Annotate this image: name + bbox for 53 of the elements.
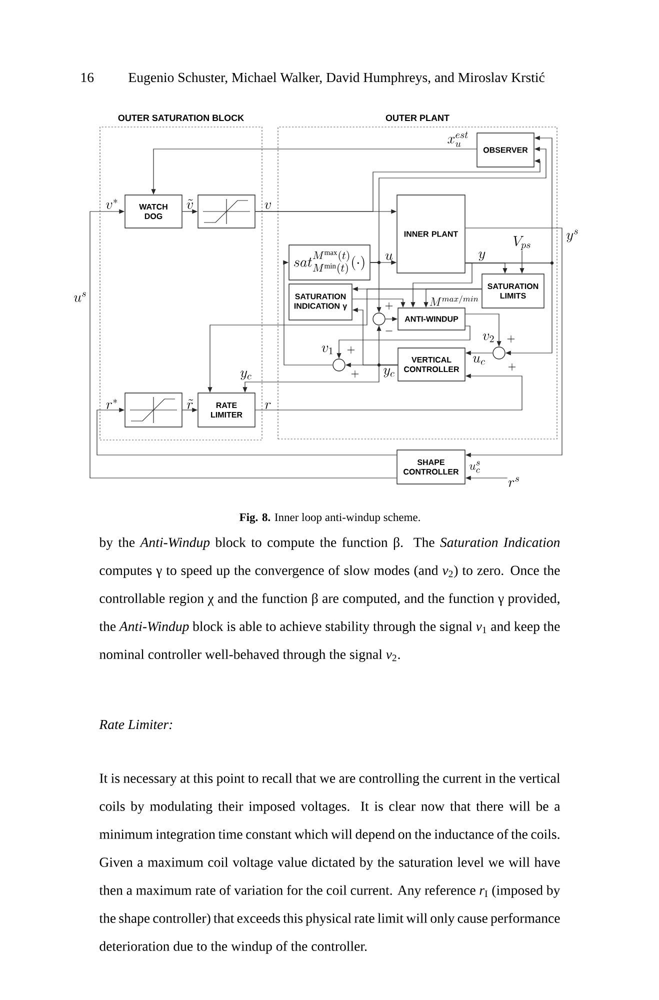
summing-junction: [372, 312, 386, 326]
signal-label: $u$: [385, 253, 393, 260]
signal-label: $u_c^s$: [470, 461, 480, 473]
signal-label: $v$: [264, 202, 271, 209]
signal-label: $y_c$: [384, 368, 394, 378]
signal-label: $\tilde{r}$: [187, 399, 194, 409]
process-box: WATCH DOG: [124, 194, 182, 228]
signal-label: $M^{max/min}$: [430, 295, 478, 306]
process-box: SATURATION INDICATION γ: [288, 284, 352, 320]
process-box: VERTICAL CONTROLLER: [398, 348, 466, 382]
running-head: Eugenio Schuster, Michael Walker, David Humphreys, and Miroslav Krstić: [128, 72, 544, 85]
signal-label: $r$: [265, 402, 271, 409]
process-box: OBSERVER: [476, 132, 534, 168]
signal-label: $v_1$: [322, 346, 332, 354]
node-label: OUTER SATURATION BLOCK: [118, 114, 244, 122]
summing-junction: [332, 358, 346, 372]
signal-arrow: [90, 209, 397, 478]
figure-caption: Fig. 8. Inner loop anti-windup scheme.: [240, 513, 420, 524]
section-heading: Rate Limiter:: [99, 720, 172, 730]
process-box: INNER PLANT: [396, 194, 466, 274]
signal-label: $r^*$: [106, 398, 117, 409]
signal-label: $y_c$: [240, 370, 252, 380]
signal-arrow: [283, 260, 333, 366]
node-label: OUTER PLANT: [386, 114, 450, 122]
signal-label: $u_c$: [472, 356, 485, 365]
signal-arrow: [465, 228, 562, 458]
signal-arrow: [255, 374, 522, 410]
signal-label: $y$: [478, 252, 486, 261]
junction-sign: $+$: [507, 335, 515, 343]
signal-label: $r^s$: [508, 477, 519, 487]
formula-box: $sat^{M^{\max}(t)}_{M^{\min}(t)}(\cdot)$: [288, 244, 370, 280]
signal-arrow: [255, 158, 540, 212]
junction-sign: $+$: [508, 363, 516, 371]
process-box: ANTI-WINDUP: [398, 308, 466, 330]
signal-label: $v_2$: [482, 334, 494, 342]
signal-label: $\tilde{v}$: [186, 199, 193, 209]
signal-label: $V_{ps}$: [514, 236, 530, 250]
signal-label: $x_u^{est}$: [448, 132, 468, 147]
junction-sign: $-$: [386, 330, 392, 332]
body-paragraph: It is necessary at this point to recall that we are controlling the current in the vertical coils by modulating their imposed voltages. It is clear now that there will be a minimum integration time constant which will depend on the inductance of the coils. Given a maximum coil voltage value dictated by the saturation level we will have then a maximum rate of variation for the coil current. Any reference r$_{I}$ (imposed by the shape controller) that exceeds this physical rate limit will only cause performance deterioration due to the windup of the controller.: [99, 773, 560, 954]
signal-label: $v^*$: [106, 198, 118, 209]
process-box: RATE LIMITER: [198, 392, 256, 428]
process-box: SATURATION LIMITS: [482, 274, 544, 308]
junction-sign: $+$: [347, 346, 355, 354]
signal-label: $y^s$: [566, 230, 578, 242]
signal-arrow: [96, 408, 397, 456]
summing-junction: [492, 346, 506, 360]
signal-label: $u^s$: [74, 292, 86, 302]
body-paragraph: by the Anti-Windup block to compute the function β. The Saturation Indication computes γ to speed up the convergence of slow modes (and v$_{2}$) to zero. Once the controllable region χ and the function β are computed, and the function γ provided, the Anti-Windup block is able to achieve stability through the signal v$_{1}$ and keep the nominal controller well-behaved through the signal v$_{2}$.: [99, 537, 560, 662]
junction-sign: $+$: [385, 302, 393, 310]
junction-sign: $+$: [351, 370, 359, 378]
process-box: SHAPE CONTROLLER: [396, 450, 466, 484]
page-number: 16: [81, 72, 94, 82]
